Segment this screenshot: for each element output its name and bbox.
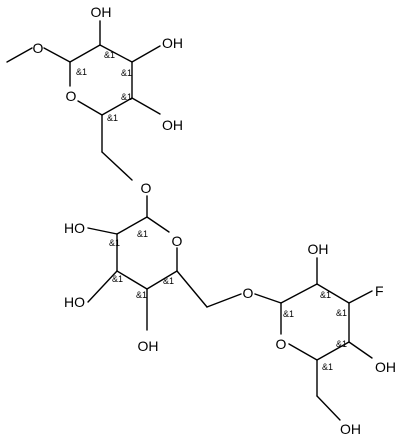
bond-c3-oh — [131, 45, 161, 63]
bond-c4-c5 — [316, 341, 350, 361]
stereo-label: &1 — [322, 362, 333, 372]
atom-o-ring-mid: O — [172, 233, 183, 249]
stereo-label: &1 — [121, 92, 132, 102]
atom-oh-top-1: OH — [91, 4, 112, 20]
stereo-label: &1 — [136, 290, 147, 300]
stereo-label: &1 — [109, 238, 120, 248]
bond-c2-c1 — [116, 216, 148, 235]
atom-o-ring-top: O — [66, 88, 77, 104]
bond-olink-c1 — [254, 293, 282, 304]
stereo-label: &1 — [76, 67, 87, 77]
stereo-label: &1 — [137, 229, 148, 239]
atom-o-link-2: O — [243, 285, 254, 301]
atom-oh-top-2: OH — [162, 35, 183, 51]
bond-c6-oh — [316, 395, 341, 421]
stereo-label: &1 — [112, 274, 123, 284]
atom-oh-right-1: OH — [308, 241, 329, 257]
bond-c4-c3 — [116, 270, 148, 290]
stereo-label: &1 — [283, 309, 294, 319]
atom-oh-mid-1: HO — [64, 220, 85, 236]
bond-c3-oh — [87, 270, 118, 303]
stereo-label: &1 — [104, 50, 115, 60]
bond-c3-f — [348, 290, 373, 304]
atom-oh-right-2: OH — [375, 359, 396, 375]
bond-c1-oring — [146, 216, 170, 233]
bond-methyl — [6, 47, 33, 63]
atom-oh-top-3: OH — [162, 117, 183, 133]
stereo-label: &1 — [336, 308, 347, 318]
bond-c2-oh — [87, 227, 118, 235]
stereo-label: &1 — [163, 276, 174, 286]
atom-oh-mid-3: OH — [138, 338, 159, 354]
bond-c1-c2 — [280, 283, 318, 304]
bond-c5-oring — [288, 343, 318, 361]
atom-f-right: F — [375, 283, 384, 299]
atom-labels: O O OH OH OH O HO O HO OH O OH F O OH OH — [33, 4, 396, 437]
bond-c5-c4 — [146, 270, 178, 290]
stereo-label: &1 — [121, 68, 132, 78]
atom-o-link-1: O — [141, 180, 152, 196]
stereo-labels: &1 &1 &1 &1 &1 &1 &1 &1 &1 &1 &1 &1 &1 &… — [76, 50, 347, 372]
stereo-label: &1 — [107, 113, 118, 123]
bond-c1-c2 — [69, 44, 101, 63]
atom-o-methoxy: O — [33, 40, 44, 56]
bond-methoxy-o-c1 — [43, 47, 71, 63]
bond-c4-oh — [348, 341, 373, 359]
bond-c6-olink — [206, 293, 242, 308]
stereo-label: &1 — [336, 339, 347, 349]
bond-c2-c3 — [99, 44, 133, 63]
bond-c4-c5 — [101, 97, 133, 116]
bond-c6-olink — [101, 151, 133, 181]
bond-c5-c6 — [176, 270, 208, 308]
bond-c2-c3 — [316, 283, 350, 304]
atom-o-ring-right: O — [276, 336, 287, 352]
bond-c5-oring — [77, 100, 103, 116]
atom-oh-right-3: OH — [340, 421, 361, 437]
bond-c4-oh — [131, 97, 161, 115]
bonds — [6, 20, 373, 421]
atom-oh-mid-2: HO — [64, 294, 85, 310]
stereo-label: &1 — [320, 290, 331, 300]
